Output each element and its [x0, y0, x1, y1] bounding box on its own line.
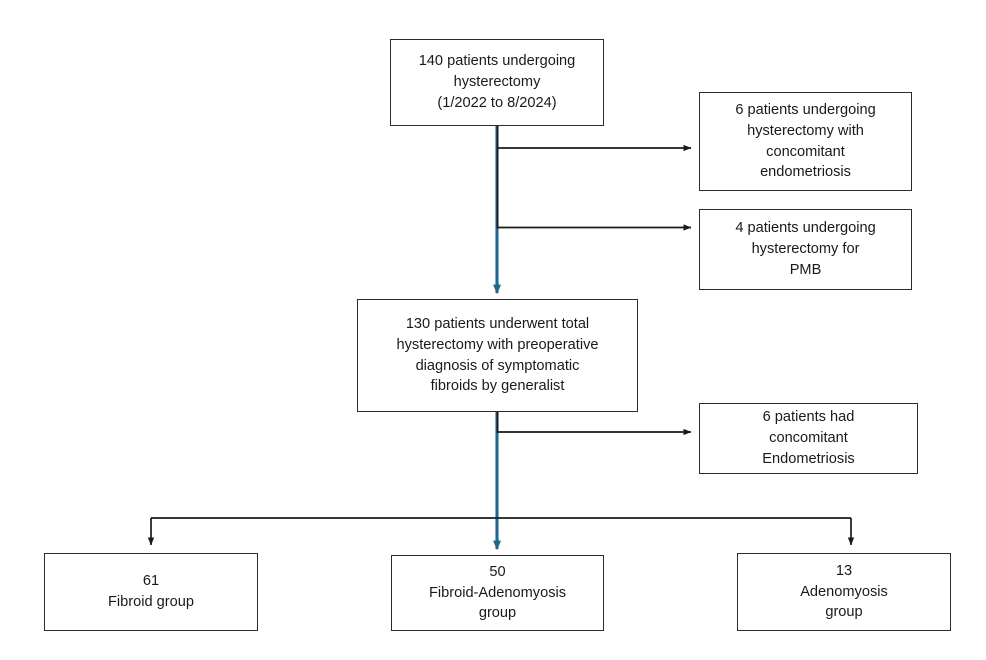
connector-branch-pmb [496, 148, 692, 231]
node-exclusion-concomitant-label: 6 patients had concomitant Endometriosis [762, 409, 855, 467]
node-exclusion-pmb: 4 patients undergoing hysterectomy for P… [699, 209, 912, 290]
connector-branch-endometriosis [496, 126, 692, 152]
node-cohort-130: 130 patients underwent total hysterectom… [357, 299, 638, 412]
connector-branch-concomitant [496, 412, 692, 436]
node-cohort-130-label: 130 patients underwent total hysterectom… [396, 316, 599, 395]
connector-group-split [147, 517, 855, 546]
node-exclusion-pmb-label: 4 patients undergoing hysterectomy for P… [735, 220, 876, 278]
node-enrollment-140: 140 patients undergoing hysterectomy (1/… [390, 39, 604, 126]
node-exclusion-endometriosis: 6 patients undergoing hysterectomy with … [699, 92, 912, 191]
node-exclusion-endometriosis-label: 6 patients undergoing hysterectomy with … [735, 102, 876, 181]
node-group-adenomyosis: 13 Adenomyosis group [737, 553, 951, 631]
node-group-fibroid-adenomyosis: 50 Fibroid-Adenomyosis group [391, 555, 604, 631]
node-group-fibroid: 61 Fibroid group [44, 553, 258, 631]
node-enrollment-140-label: 140 patients undergoing hysterectomy (1/… [418, 53, 576, 111]
node-group-fibroid-label: 61 Fibroid group [108, 573, 194, 610]
node-group-fibroid-adenomyosis-label: 50 Fibroid-Adenomyosis group [428, 563, 567, 622]
node-exclusion-concomitant: 6 patients had concomitant Endometriosis [699, 403, 918, 474]
node-group-adenomyosis-label: 13 Adenomyosis group [800, 562, 888, 621]
